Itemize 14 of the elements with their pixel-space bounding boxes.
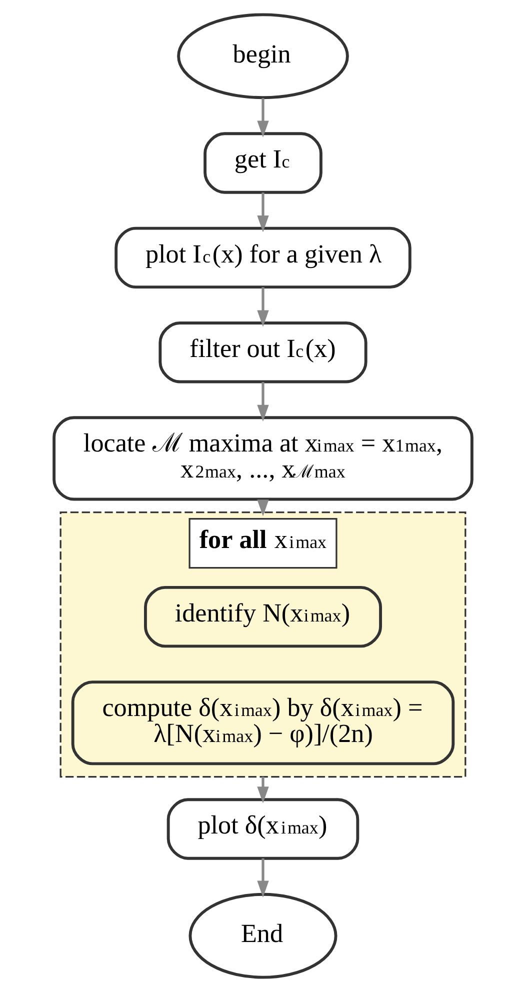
arrow [257,382,269,422]
node-box: compute δ(ximax) by δ(ximax) = λ[N(ximax) − φ)]/(2n) [71,680,455,766]
arrow [257,858,269,898]
arrow [257,192,269,232]
node-ellipse: End [188,892,338,979]
node-box: filter out Ic(x) [158,322,368,384]
node-box: plot Ic(x) for a given λ [114,226,412,289]
node-ellipse: begin [177,13,349,100]
node-box: plot δ(ximax) [166,798,360,860]
arrow [257,776,269,804]
node-box: get Ic [204,132,322,194]
arrow [257,287,269,327]
arrow [257,98,269,138]
node-box: identify N(ximax) [144,586,382,648]
